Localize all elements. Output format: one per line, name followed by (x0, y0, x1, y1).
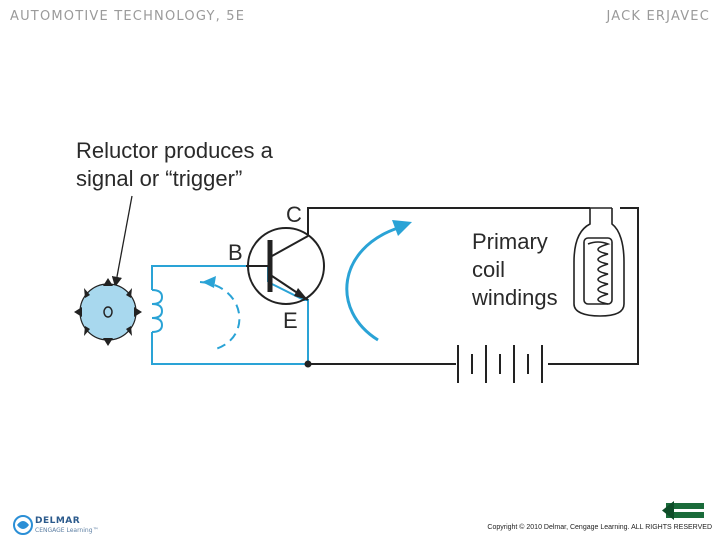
delmar-logo-icon (13, 515, 33, 535)
trigger-current-arrow (199, 281, 241, 351)
left-arrow-icon[interactable] (662, 500, 706, 522)
transistor-symbol (246, 227, 325, 305)
copyright-notice: Copyright © 2010 Delmar, Cengage Learnin… (487, 524, 712, 531)
reluctor-label-line1: Reluctor produces a (76, 138, 274, 163)
primary-current-arrow (345, 226, 399, 342)
coil-label-line3: windings (471, 285, 558, 310)
terminal-c-label: C (286, 202, 302, 227)
pickup-coil (151, 289, 164, 333)
book-title: AUTOMOTIVE TECHNOLOGY, 5E (10, 9, 246, 24)
primary-circuit-wires (307, 207, 639, 365)
reluctor-label-line2: signal or “trigger” (76, 166, 242, 191)
terminal-e-label: E (283, 308, 298, 333)
ignition-coil (573, 207, 625, 317)
battery-symbol (457, 345, 543, 383)
reluctor-wheel (74, 278, 142, 346)
publisher-subtitle: CENGAGE Learning™ (35, 527, 99, 534)
primary-arrowhead-icon (392, 220, 412, 236)
coil-label-line1: Primary (472, 229, 548, 254)
terminal-b-label: B (228, 240, 243, 265)
coil-label-line2: coil (472, 257, 505, 282)
publisher-name: DELMAR (35, 516, 81, 526)
author-name: JACK ERJAVEC (606, 9, 710, 24)
ground-junction (304, 360, 312, 368)
trigger-arrowhead-icon (202, 276, 216, 288)
reluctor-pointer-line (111, 195, 133, 288)
